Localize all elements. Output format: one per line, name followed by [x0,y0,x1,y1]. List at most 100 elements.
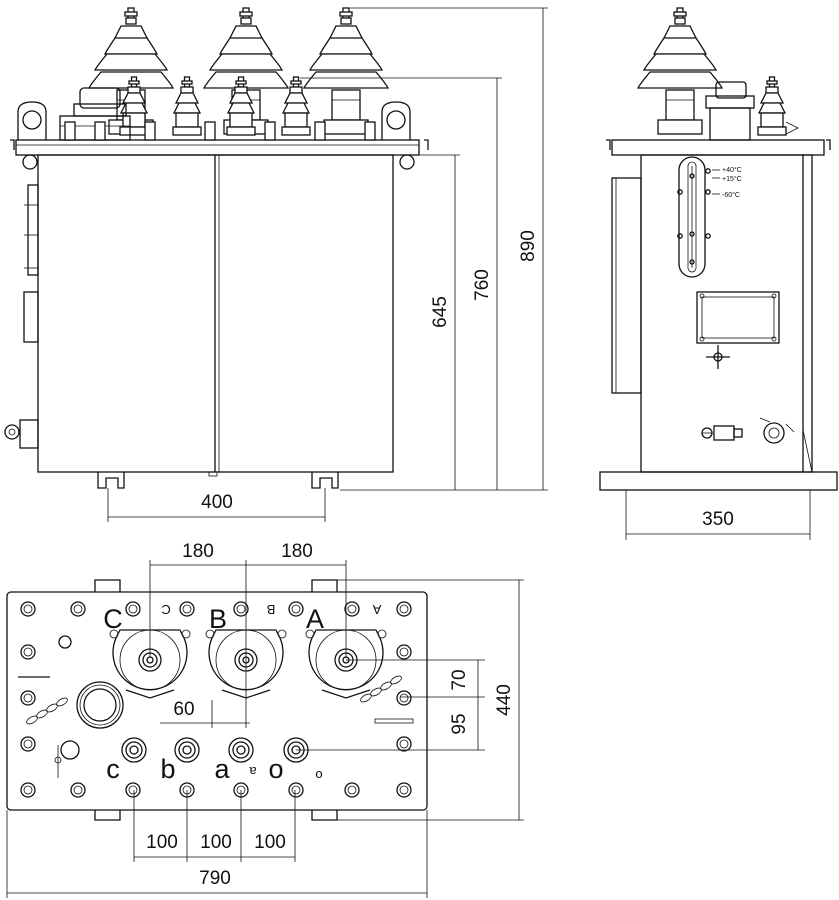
front-lv-bushings [119,76,311,136]
front-dim-tank-height-label: 645 [430,296,451,328]
top-bolt-14 [396,736,412,752]
lv-label-c: c [106,754,120,784]
top-bolt-21 [344,782,360,798]
top-bolt-12 [396,690,412,706]
front-lv-bushing-o [281,76,311,136]
top-lid-outline [6,591,428,811]
dim-lv-spacing-2-label: 100 [200,832,232,853]
dim-row-gap-2-label: 95 [449,713,470,734]
front-hv-bushing-a [302,7,390,135]
top-lv-bushing-b [174,737,200,763]
front-dim-width: 400 [107,488,326,522]
mirrored-lv-a: a [249,764,257,779]
front-foot-right [311,472,339,489]
hv-label-c: C [103,604,123,634]
top-dim-hv-spacing: 180 180 [149,541,347,728]
front-hv-bushings [87,7,390,135]
hv-label-b: B [209,604,227,634]
side-dim-width-label: 350 [702,509,734,530]
side-radiator [611,177,642,394]
top-bolt-2 [70,601,86,617]
top-bolt-1 [20,601,36,617]
front-lid-clamp-5 [264,121,276,141]
top-lv-labels: c b a o [106,754,283,784]
front-dim-total-height: 890 [350,7,548,490]
top-filler-cap [76,681,124,729]
top-small-port [58,635,72,649]
side-nameplate [696,291,780,344]
top-bolt-4 [179,601,195,617]
thermo-mark-plus40: +40°C [722,166,742,174]
side-lv-lead [785,121,799,135]
front-dim-total-height-label: 890 [518,230,539,262]
top-chain-right [360,675,402,703]
side-view: +40°C +15°C -60°C [599,7,838,540]
front-lid [15,139,420,156]
side-lid [611,139,825,156]
lv-label-o: o [268,754,283,784]
front-side-rail [27,184,39,276]
top-dim-lv-spacing: 100 100 100 [133,790,296,862]
top-mirrored-hv-labels: C B A [161,602,381,617]
front-dim-lid-height-label: 760 [472,269,493,301]
front-lifting-eye-right [381,101,411,140]
front-drain-valve [19,419,39,449]
front-lv-bushing-c [119,76,149,136]
top-bolt-11 [20,690,36,706]
front-dim-tank-height: 645 [340,154,548,491]
top-dim-depth: 440 [337,579,524,821]
top-tab-br [311,810,338,821]
top-dim-offset: 60 [160,699,250,728]
side-hv-bushing [636,7,724,135]
top-lv-bushing-a [228,737,254,763]
front-lid-clamp-7 [364,121,376,141]
mirrored-hv-a: A [372,602,381,617]
dim-depth-label: 440 [494,684,515,716]
top-bolt-16 [70,782,86,798]
top-mirrored-lv-labels: a o [249,764,323,783]
top-dim-row-gaps: 70 95 [296,659,485,751]
front-nameplate-edge [23,291,39,343]
top-tab-bl [94,810,121,821]
top-bolt-5 [233,601,249,617]
front-lifting-eye-left [17,101,47,140]
thermo-mark-plus15: +15°C [722,175,742,183]
dim-lv-spacing-1-label: 100 [146,832,178,853]
top-tab-tl [94,579,121,592]
side-bushings [636,7,799,136]
dim-row-gap-1-label: 70 [449,669,470,690]
front-view: 400 645 760 890 [4,7,548,522]
lv-label-a: a [214,754,230,784]
front-lid-clamp-4 [204,121,216,141]
hv-label-a: A [306,604,324,634]
side-base [599,471,838,491]
front-lid-clamp-3 [144,121,156,141]
top-bolt-9 [20,644,36,660]
front-hv-bushing-b [202,7,290,135]
front-dim-width-label: 400 [201,492,233,513]
front-lid-clamp-6 [314,121,326,141]
top-bolt-15 [20,782,36,798]
top-lv-bushing-c [121,737,147,763]
top-thermometer-pocket [54,740,80,778]
side-oil-gauge: +40°C +15°C -60°C [677,156,742,278]
mirrored-hv-b: B [267,602,276,617]
dim-length-label: 790 [199,868,231,889]
top-lv-bushings [121,737,309,763]
side-ground-symbol [706,345,730,369]
top-bolt-6 [288,601,304,617]
top-bolt-17 [125,782,141,798]
dim-lv-spacing-3-label: 100 [254,832,286,853]
top-perimeter-bolts [20,601,412,798]
top-bolt-20 [288,782,304,798]
front-lv-bushing-b [172,76,202,136]
front-foot-left [97,472,125,489]
top-dim-length: 790 [6,810,428,898]
top-tab-tr [311,579,338,592]
top-chain-left [26,697,68,725]
front-lid-clamp-2 [94,121,106,141]
side-tap-changer [705,81,755,141]
front-lv-bushing-a [226,76,256,136]
